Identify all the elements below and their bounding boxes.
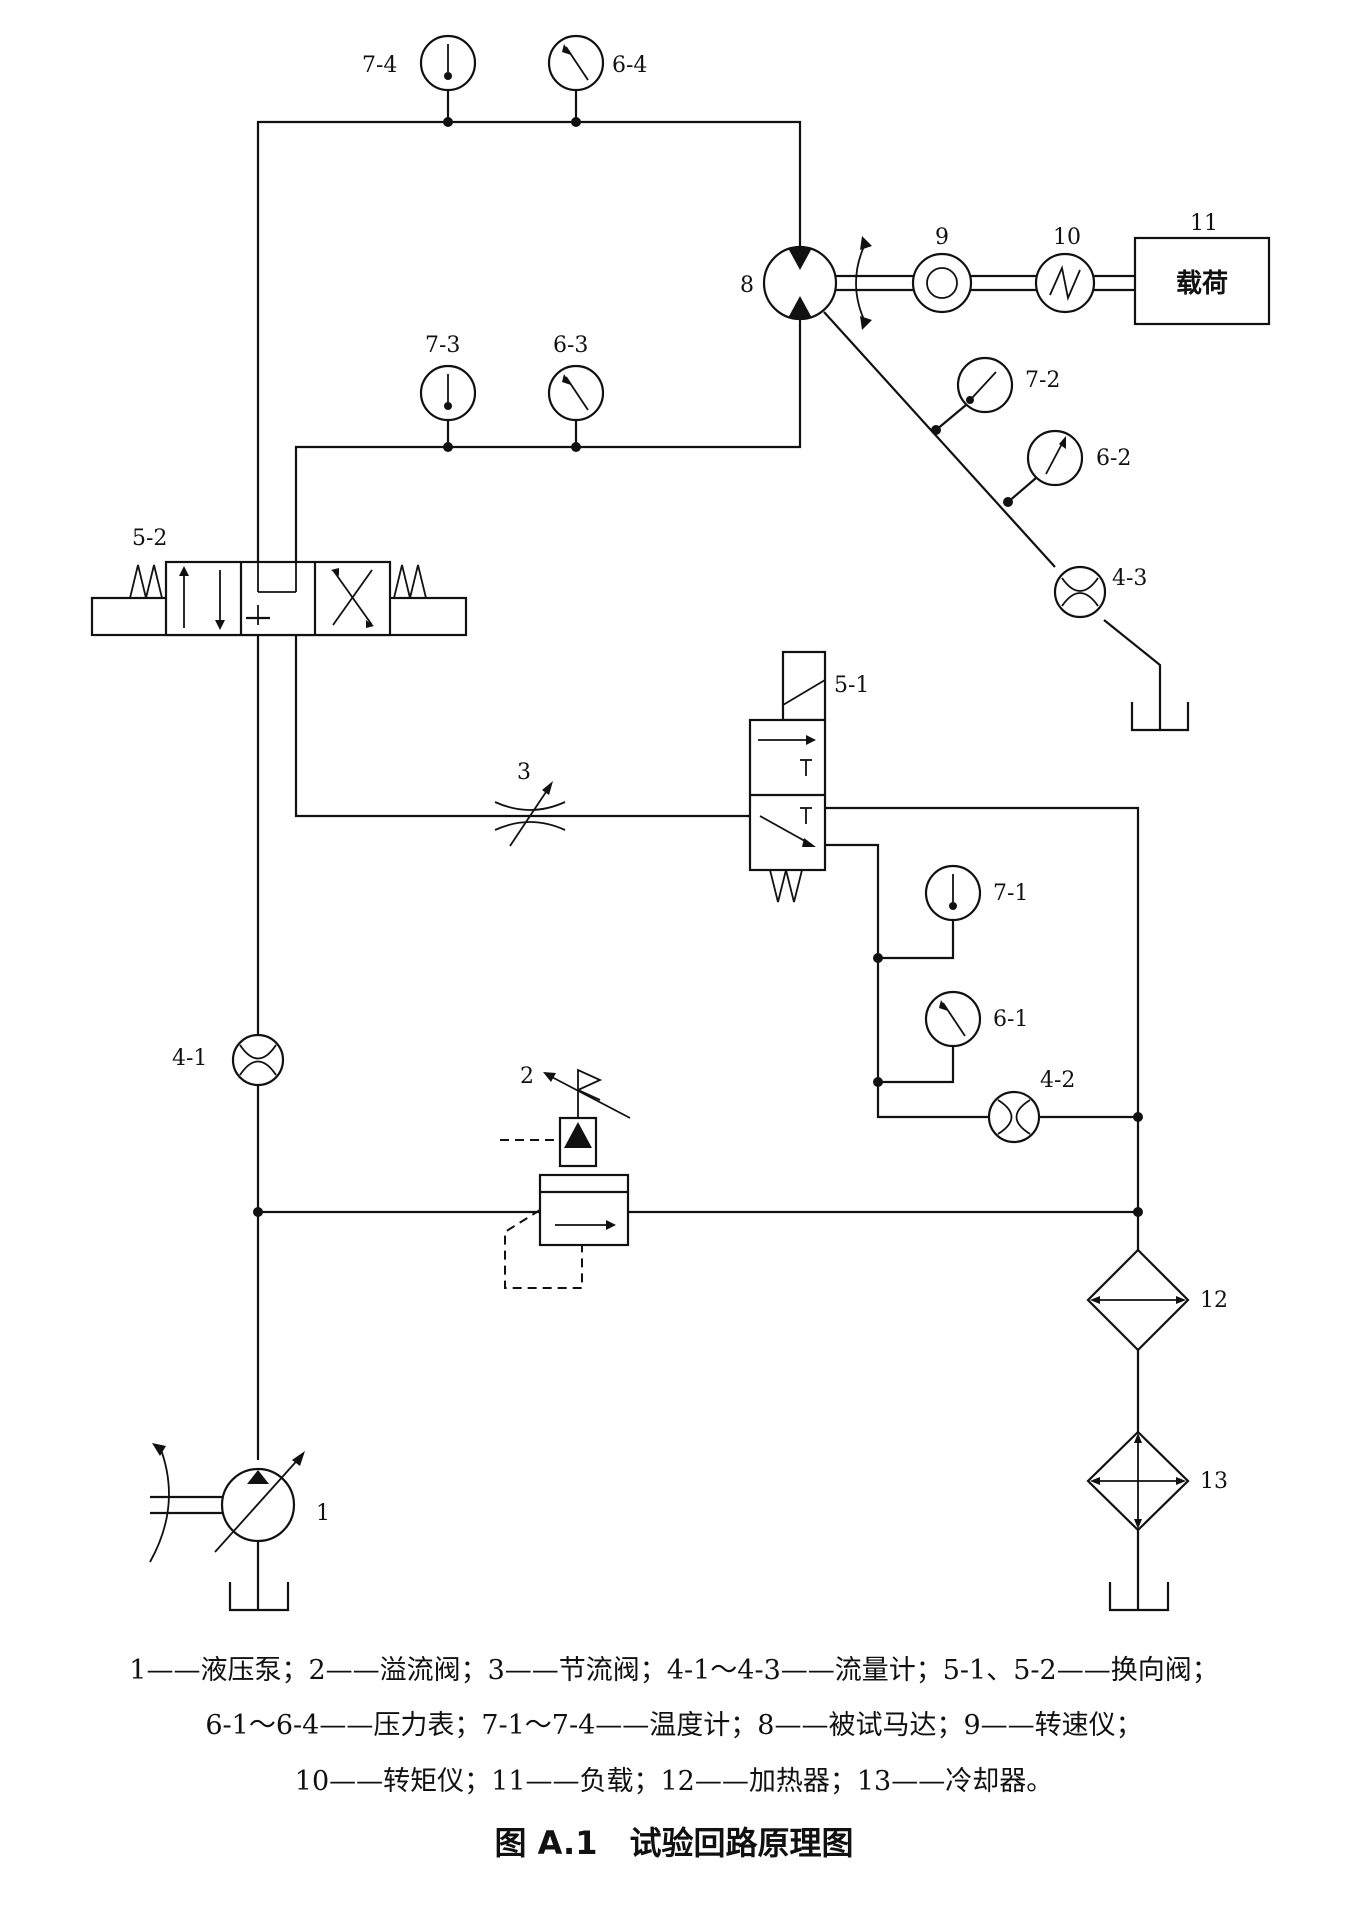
legend-line-2: 6-1～6-4——压力表；7-1～7-4——温度计；8——被试马达；9——转速仪… — [205, 1710, 1143, 1741]
directional-valve-5-2 — [90, 560, 468, 637]
label-4-2: 4-2 — [1040, 1068, 1075, 1093]
label-4-3: 4-3 — [1112, 566, 1147, 591]
label-10: 10 — [1053, 225, 1081, 250]
tank-cooler — [1108, 1582, 1170, 1612]
label-7-3: 7-3 — [425, 333, 460, 358]
label-6-3: 6-3 — [553, 333, 588, 358]
load-11 — [1133, 236, 1271, 326]
tank-drain — [1130, 702, 1190, 732]
label-4-1: 4-1 — [172, 1046, 207, 1071]
legend-line-1: 1——液压泵；2——溢流阀；3——节流阀；4-1～4-3——流量计；5-1、5-… — [129, 1655, 1219, 1686]
thermometer-7-1 — [924, 864, 982, 922]
label-3: 3 — [517, 760, 531, 785]
pressure-gauge-6-4 — [547, 34, 605, 92]
pipelines — [256, 90, 1162, 1610]
pressure-gauge-6-2 — [1026, 429, 1084, 487]
thermometer-7-2 — [956, 356, 1014, 414]
load-text: 载荷 — [1176, 269, 1228, 299]
label-5-1: 5-1 — [834, 673, 869, 698]
legend-line-3: 10——转矩仪；11——负载；12——加热器；13——冷却器。 — [294, 1766, 1054, 1797]
label-1: 1 — [316, 1501, 330, 1526]
thermometer-7-4 — [419, 34, 477, 92]
label-7-1: 7-1 — [993, 881, 1028, 906]
label-5-2: 5-2 — [132, 526, 167, 551]
flowmeter-4-2 — [987, 1090, 1041, 1144]
label-11: 11 — [1190, 211, 1218, 236]
label-12: 12 — [1200, 1288, 1228, 1313]
cooler-13 — [1086, 1430, 1190, 1532]
figure-caption: 图 A.1 试验回路原理图 — [494, 1824, 854, 1862]
junction-dots — [253, 117, 1143, 1217]
motor-8 — [762, 236, 915, 330]
label-6-2: 6-2 — [1096, 446, 1131, 471]
label-7-4: 7-4 — [362, 53, 397, 78]
label-6-1: 6-1 — [993, 1007, 1028, 1032]
torque-meter-10 — [1034, 252, 1135, 314]
throttle-valve-3 — [494, 781, 566, 847]
label-6-4: 6-4 — [612, 53, 647, 78]
tank-pump — [228, 1541, 290, 1612]
pump-1 — [149, 1443, 305, 1563]
label-8: 8 — [740, 273, 754, 298]
relief-valve-2 — [500, 1068, 631, 1289]
label-2: 2 — [520, 1064, 534, 1089]
flowmeter-4-3 — [1053, 565, 1107, 619]
solenoid-valve-5-1 — [748, 650, 827, 903]
label-13: 13 — [1200, 1469, 1228, 1494]
pressure-gauge-6-3 — [547, 364, 605, 422]
label-9: 9 — [935, 225, 949, 250]
thermometer-7-3 — [419, 364, 477, 422]
tachometer-9 — [911, 252, 1037, 314]
heater-12 — [1086, 1248, 1190, 1352]
label-7-2: 7-2 — [1025, 368, 1060, 393]
flowmeter-4-1 — [231, 1033, 285, 1087]
component-labels: 7-4 6-4 7-3 6-3 8 9 10 11 载荷 7-2 6-2 4-3… — [132, 53, 1228, 1526]
pressure-gauge-6-1 — [924, 990, 982, 1048]
